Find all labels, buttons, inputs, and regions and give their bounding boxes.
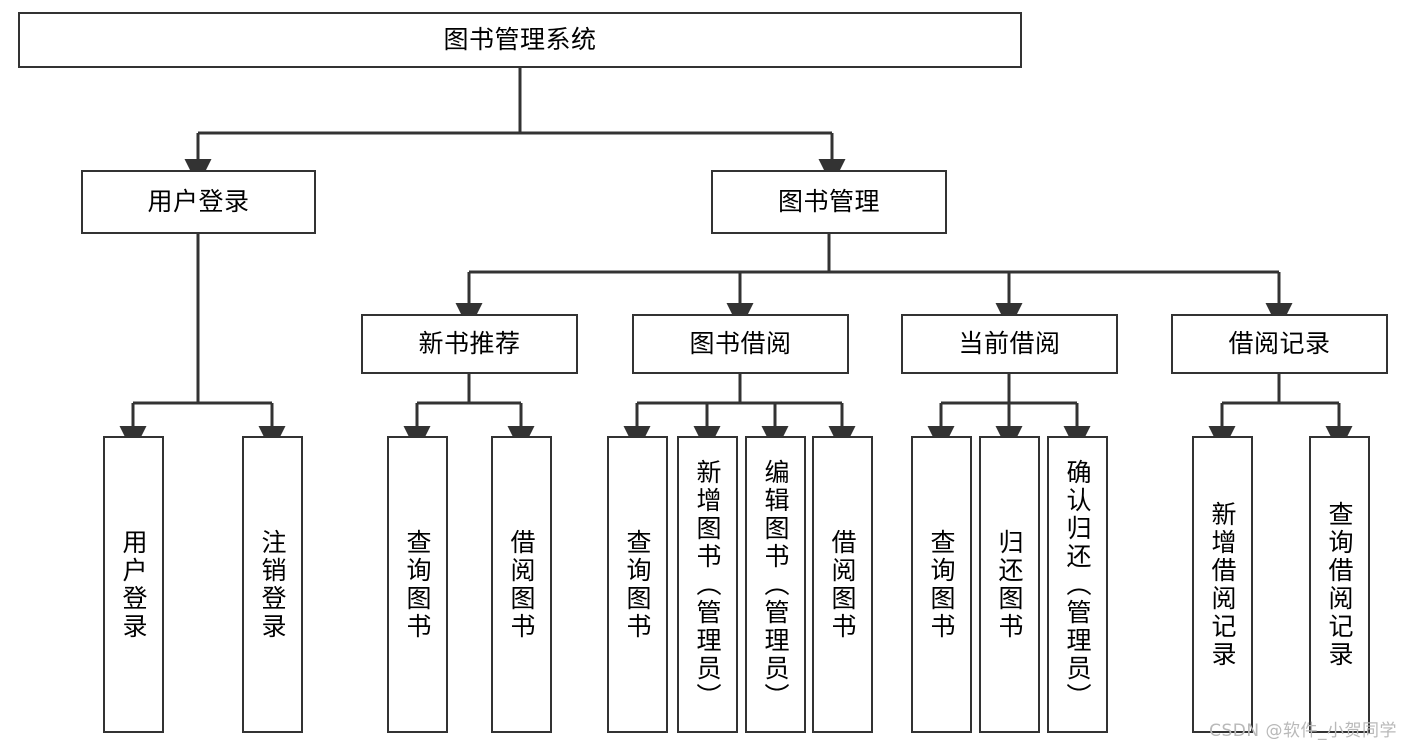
node-label: 用户登录 [119,528,148,641]
node-label: 新书推荐 [418,329,521,358]
node-label: 用户登录 [147,187,250,216]
node-label: 当前借阅 [958,329,1061,358]
node-borrow-record[interactable]: 借阅记录 [1171,314,1388,374]
node-book-management[interactable]: 图书管理 [711,170,947,234]
node-new-book-recommend[interactable]: 新书推荐 [361,314,578,374]
node-leaf-user-login[interactable]: 用户登录 [103,436,164,733]
csdn-watermark: CSDN @软件_小贺同学 [1209,721,1397,741]
node-leaf-query-borrow-record[interactable]: 查询借阅记录 [1309,436,1370,733]
node-label: 确认归还（管理员） [1063,458,1092,711]
node-leaf-confirm-return[interactable]: 确认归还（管理员） [1047,436,1108,733]
node-label: 图书管理系统 [443,25,597,54]
node-label: 新增图书（管理员） [693,458,722,711]
node-leaf-query-book-3[interactable]: 查询图书 [911,436,972,733]
node-label: 查询图书 [623,528,652,641]
node-label: 查询图书 [403,528,432,641]
node-leaf-borrow-book-2[interactable]: 借阅图书 [812,436,873,733]
node-leaf-query-book-2[interactable]: 查询图书 [607,436,668,733]
node-leaf-query-book-1[interactable]: 查询图书 [387,436,448,733]
node-label: 注销登录 [258,528,287,641]
node-label: 借阅图书 [507,528,536,641]
node-label: 新增借阅记录 [1208,500,1237,669]
node-leaf-logout-login[interactable]: 注销登录 [242,436,303,733]
node-current-borrow[interactable]: 当前借阅 [901,314,1118,374]
node-leaf-add-borrow-record[interactable]: 新增借阅记录 [1192,436,1253,733]
node-root-system[interactable]: 图书管理系统 [18,12,1022,68]
node-label: 图书借阅 [689,329,792,358]
node-user-login[interactable]: 用户登录 [81,170,316,234]
node-leaf-return-book[interactable]: 归还图书 [979,436,1040,733]
node-label: 归还图书 [995,528,1024,641]
node-label: 编辑图书（管理员） [761,458,790,711]
node-label: 借阅记录 [1228,329,1331,358]
node-label: 查询借阅记录 [1325,500,1354,669]
node-leaf-edit-book[interactable]: 编辑图书（管理员） [745,436,806,733]
node-label: 借阅图书 [828,528,857,641]
node-label: 图书管理 [777,187,880,216]
node-label: 查询图书 [927,528,956,641]
node-book-borrow[interactable]: 图书借阅 [632,314,849,374]
node-leaf-add-book[interactable]: 新增图书（管理员） [677,436,738,733]
node-leaf-borrow-book-1[interactable]: 借阅图书 [491,436,552,733]
